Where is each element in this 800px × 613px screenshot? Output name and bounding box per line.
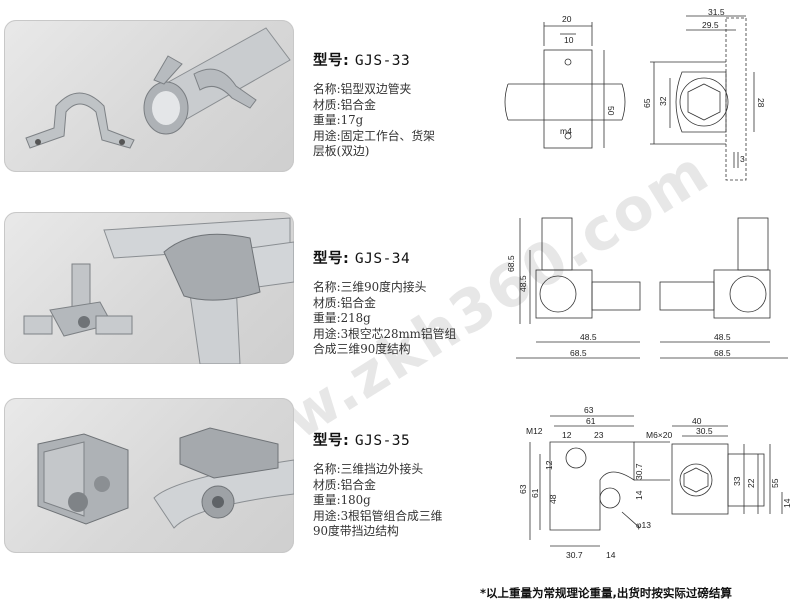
model-label: 型号:	[313, 53, 350, 69]
model-title: 型号: GJS-35	[313, 429, 503, 450]
dim-label: 48	[548, 494, 558, 504]
dim-label: 22	[746, 478, 756, 488]
model-title: 型号: GJS-33	[313, 49, 503, 70]
spec-weight: 重量:180g	[313, 493, 371, 508]
dim-label: 68.5	[506, 255, 516, 272]
spec-list: 名称:三维挡边外接头 材质:铝合金 重量:180g 用途:3根铝管组合成三维 9…	[313, 462, 503, 540]
spec-material: 材质:铝合金	[313, 97, 376, 112]
dim-label: 63	[518, 484, 528, 494]
spec-name: 名称:三维90度内接头	[313, 280, 427, 294]
model-label: 型号:	[313, 433, 350, 449]
dim-label: 10	[564, 35, 574, 45]
spec-material: 材质:铝合金	[313, 295, 376, 310]
dim-label: 12	[562, 430, 572, 440]
dim-label: 23	[594, 430, 604, 440]
dim-label: 30.7	[566, 550, 583, 560]
dim-label: 20	[562, 14, 572, 24]
dim-label: 61	[530, 488, 540, 498]
dim-label: 65	[642, 98, 652, 108]
dim-label: 3	[740, 154, 745, 164]
dim-label: 63	[584, 405, 594, 415]
product-photo-gjs34	[4, 212, 294, 364]
technical-drawing-gjs33: 20 10 50 m4 31.5 29.5 65 32 28 3	[500, 7, 796, 188]
model-code: GJS-35	[354, 433, 411, 449]
dim-label: 30.5	[696, 426, 713, 436]
dim-label: 40	[692, 416, 702, 426]
spec-weight: 重量:17g	[313, 113, 364, 128]
dim-label: 48.5	[714, 332, 731, 342]
model-label: 型号:	[313, 251, 350, 267]
spec-material: 材质:铝合金	[313, 477, 376, 492]
dim-label: 31.5	[708, 8, 725, 17]
spec-usage: 用途:3根铝管组合成三维	[313, 508, 443, 523]
spec-weight: 重量:218g	[313, 311, 371, 326]
dim-label: 12	[544, 460, 554, 470]
product-info-gjs34: 型号: GJS-34 名称:三维90度内接头 材质:铝合金 重量:218g 用途…	[313, 247, 503, 358]
product-info-gjs35: 型号: GJS-35 名称:三维挡边外接头 材质:铝合金 重量:180g 用途:…	[313, 429, 503, 540]
dim-label: 61	[586, 416, 596, 426]
product-info-gjs33: 型号: GJS-33 名称:铝型双边管夹 材质:铝合金 重量:17g 用途:固定…	[313, 49, 503, 160]
dim-label: 32	[658, 96, 668, 106]
weight-disclaimer: *以上重量为常规理论重量,出货时按实际过磅结算	[480, 586, 732, 600]
dim-label: 55	[770, 478, 780, 488]
product-photo-gjs35	[4, 398, 294, 553]
model-title: 型号: GJS-34	[313, 247, 503, 268]
dim-label: 48.5	[580, 332, 597, 342]
dim-label: 29.5	[702, 20, 719, 30]
dim-label: M6×20	[646, 430, 672, 440]
spec-name: 名称:铝型双边管夹	[313, 82, 412, 96]
model-code: GJS-33	[354, 53, 411, 69]
dim-label: 68.5	[570, 348, 587, 358]
dim-label: φ13	[636, 520, 651, 530]
technical-drawing-gjs34: 68.5 48.5 48.5 68.5 48.5 68.5	[500, 208, 796, 368]
dim-label: 14	[606, 550, 616, 560]
spec-usage: 用途:固定工作台、货架	[313, 128, 435, 143]
product-photo-gjs33	[4, 20, 294, 172]
dim-label: 14	[782, 498, 792, 508]
spec-name: 名称:三维挡边外接头	[313, 462, 424, 476]
dim-label: 48.5	[518, 275, 528, 292]
spec-list: 名称:铝型双边管夹 材质:铝合金 重量:17g 用途:固定工作台、货架 层板(双…	[313, 82, 503, 160]
dim-label: 28	[756, 98, 766, 108]
dim-label: 33	[732, 476, 742, 486]
dim-label: 68.5	[714, 348, 731, 358]
spec-usage: 用途:3根空芯28mm铝管组	[313, 326, 457, 341]
technical-drawing-gjs35: 63 61 M12 12 23 12 M6×20 63 61 48 30.7 1…	[500, 404, 796, 564]
dim-label: m4	[560, 126, 572, 136]
spec-usage-cont: 90度带挡边结构	[313, 524, 399, 539]
dim-label: 50	[606, 106, 616, 116]
dim-label: M12	[526, 426, 543, 436]
model-code: GJS-34	[354, 251, 411, 267]
spec-list: 名称:三维90度内接头 材质:铝合金 重量:218g 用途:3根空芯28mm铝管…	[313, 280, 503, 358]
spec-usage-cont: 合成三维90度结构	[313, 342, 411, 357]
spec-usage-cont: 层板(双边)	[313, 144, 370, 159]
dim-label: 30.7	[634, 463, 644, 480]
dim-label: 14	[634, 490, 644, 500]
